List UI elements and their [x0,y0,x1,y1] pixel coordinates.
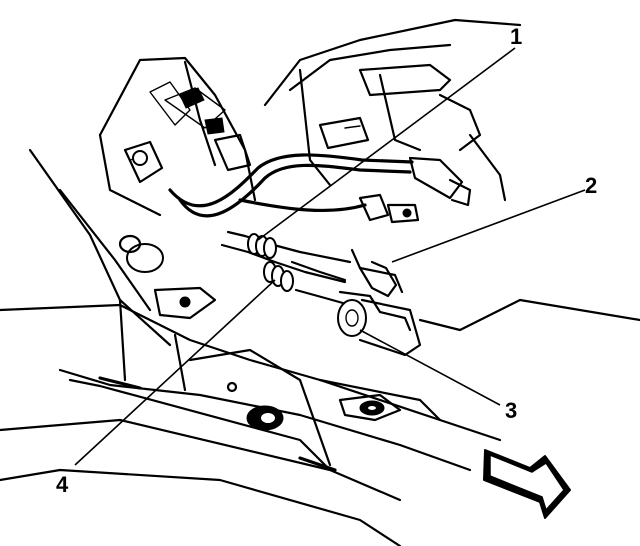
callout-4: 4 [56,472,69,497]
main-hose-bundle [168,153,472,224]
leader-line-4 [74,279,276,466]
arrow-right-icon [483,449,571,519]
connector-fitting-icon [132,150,148,166]
frame-hole-icon [126,243,164,273]
leader-lines [74,47,586,466]
hose-fitting-cluster [220,230,352,307]
callout-3: 3 [505,398,517,423]
upper-component-housing [98,56,257,217]
callout-2: 2 [585,173,597,198]
grommet-icon [337,299,367,337]
leader-line-2 [391,189,586,263]
upper-body-panel [263,18,522,202]
callout-1: 1 [510,24,522,49]
leader-line-3 [359,329,501,406]
lower-frame-rail [0,148,502,546]
leader-line-1 [257,47,516,241]
callout-labels: 1 2 3 4 [56,24,597,497]
hose-clip-bracket [337,248,640,357]
